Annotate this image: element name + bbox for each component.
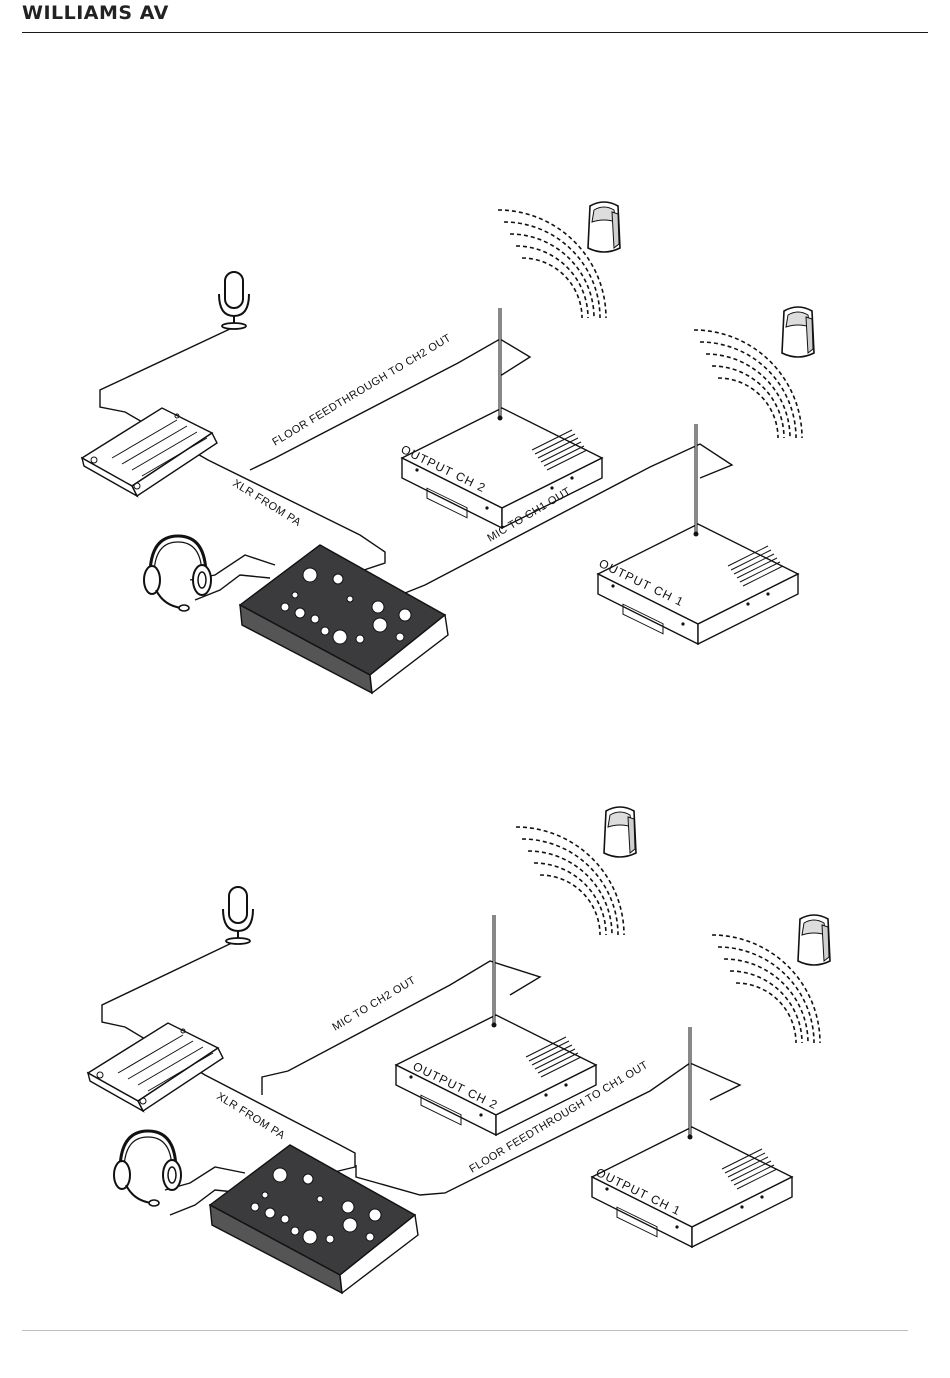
page-header: WILLIAMS AV <box>22 0 928 33</box>
footer-divider <box>22 1330 908 1331</box>
cable-label-xlr: XLR FROM PA <box>230 477 303 529</box>
cable-label-feedthrough: FLOOR FEEDTHROUGH TO CH2 OUT <box>270 332 453 449</box>
system-diagram-1: FLOOR FEEDTHROUGH TO CH2 OUT XLR FROM PA… <box>0 180 950 720</box>
system-diagram-2: MIC TO CH2 OUT XLR FROM PA FLOOR FEEDTHR… <box>0 795 950 1305</box>
brand-logo: WILLIAMS AV <box>22 2 169 24</box>
